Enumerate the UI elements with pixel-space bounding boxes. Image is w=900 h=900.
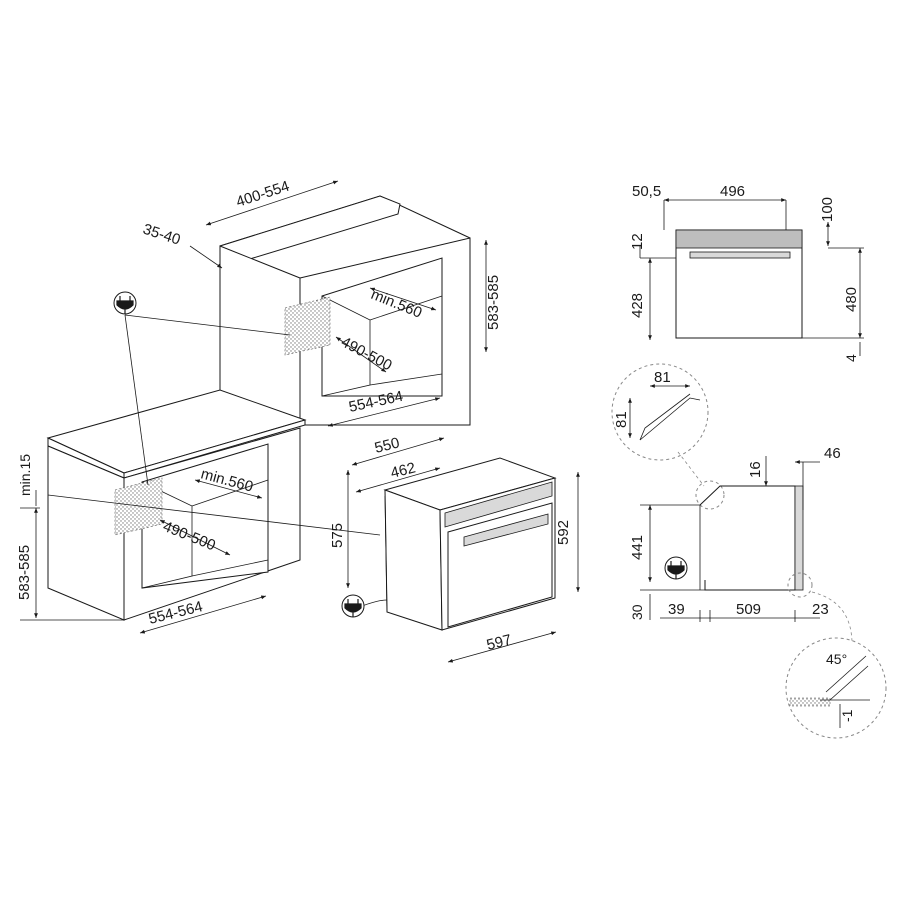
dim-35-40: 35-40 [141,221,183,249]
dim-509: 509 [736,601,761,618]
dim-30: 30 [629,604,645,620]
dim-16: 16 [747,461,764,478]
dim-minus-1: -1 [839,709,855,722]
dim-550: 550 [373,434,401,457]
oven-side [384,489,443,631]
oven-isometric: 550 462 575 592 597 [329,434,580,663]
dim-81-h: 81 [654,369,671,386]
dim-462: 462 [389,459,417,482]
dim-496: 496 [720,183,745,200]
section-view: 441 30 16 46 39 509 23 [629,445,853,645]
dim-597: 597 [485,631,513,654]
dim-12: 12 [629,233,646,250]
dim-441: 441 [629,535,646,560]
dim-583-585-wall: 583-585 [485,275,502,330]
detail-bottom: 45° -1 [785,637,887,739]
socket-icon-left [113,291,291,486]
socket-zone-wall [284,296,331,356]
dim-39: 39 [668,601,685,618]
detail-top: 81 81 [611,363,709,487]
dim-50-5: 50,5 [632,183,661,200]
side-view-panel [675,229,803,249]
dim-428: 428 [629,293,646,318]
oven-control-panel [444,481,553,528]
dim-480: 480 [843,287,860,312]
dim-575: 575 [329,523,346,548]
dim-min15: min.15 [17,454,33,496]
dim-100: 100 [819,197,836,222]
wall-niche: 400-554 35-40 583-585 min.560 490-500 55… [141,178,502,427]
socket-zone-base [114,477,163,536]
oven-handle [463,513,549,547]
dim-45-deg: 45° [826,651,847,667]
dim-4: 4 [843,354,859,362]
section-door [794,485,804,591]
dim-583-585-base: 583-585 [16,545,33,600]
dim-23: 23 [812,601,829,618]
base-niche: min.15 583-585 min.560 490-500 554-564 [16,389,307,634]
dim-46: 46 [824,445,841,462]
side-view: 50,5 496 100 12 428 480 4 [629,183,864,362]
dim-592: 592 [555,520,572,545]
dim-81-v: 81 [613,411,630,428]
